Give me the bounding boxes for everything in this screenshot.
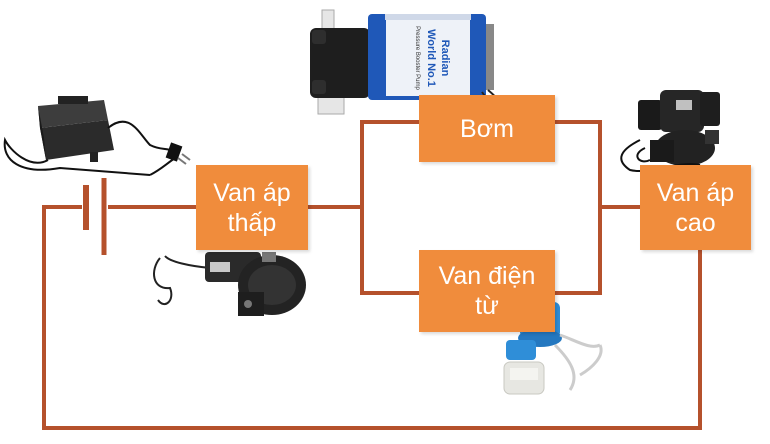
pump-type-label: Pressure Booster Pump [414, 26, 420, 90]
wire-outer-loop [42, 205, 702, 430]
low-pressure-valve-box: Van áp thấp [196, 165, 308, 250]
battery-symbol-icon [83, 178, 107, 255]
low-pressure-valve-label: Van áp thấp [213, 178, 291, 237]
pump-brand-label: Radian [439, 40, 451, 77]
pump-box: Bơm [419, 95, 555, 162]
solenoid-valve-box: Van điện từ [419, 250, 555, 332]
wire-left-branch [360, 120, 419, 295]
solenoid-valve-label: Van điện từ [438, 262, 536, 320]
pump-label: Bơm [460, 114, 514, 143]
high-pressure-valve-label: Van áp cao [656, 178, 735, 237]
pump-model-label: World No.1 [425, 29, 437, 87]
high-pressure-valve-box: Van áp cao [640, 165, 751, 250]
